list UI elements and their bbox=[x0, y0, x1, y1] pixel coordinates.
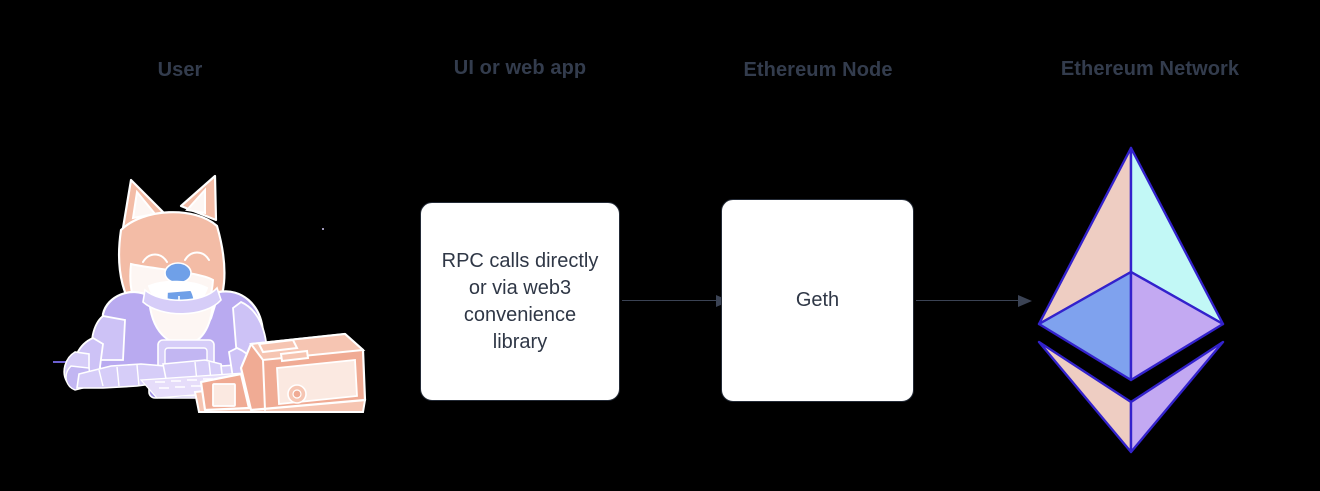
arrow-shaft bbox=[622, 300, 717, 302]
arrow-ui-to-node bbox=[622, 291, 730, 311]
column-heading-ethereum-node: Ethereum Node bbox=[743, 59, 893, 81]
column-heading-user: User bbox=[157, 59, 203, 81]
sparkle-dot-icon bbox=[322, 228, 324, 230]
arrow-head-icon bbox=[1018, 294, 1032, 307]
process-box-rpc-calls-label: RPC calls directly or via web3 convenien… bbox=[441, 249, 599, 353]
ethereum-diamond-logo-icon bbox=[1035, 140, 1227, 460]
arrow-node-to-network bbox=[916, 291, 1032, 311]
process-box-rpc-calls[interactable]: RPC calls directly or via web3 convenien… bbox=[420, 202, 620, 401]
doge-astronaut-at-computer-illustration: .fur { fill:#f3bca6; stroke:#ffffff; str… bbox=[45, 168, 375, 413]
column-heading-ui-or-web-app: UI or web app bbox=[453, 57, 587, 79]
arrow-shaft bbox=[916, 300, 1019, 302]
process-box-geth-label: Geth bbox=[795, 289, 840, 311]
process-box-geth[interactable]: Geth bbox=[721, 199, 914, 402]
column-heading-ethereum-network: Ethereum Network bbox=[1060, 58, 1240, 80]
